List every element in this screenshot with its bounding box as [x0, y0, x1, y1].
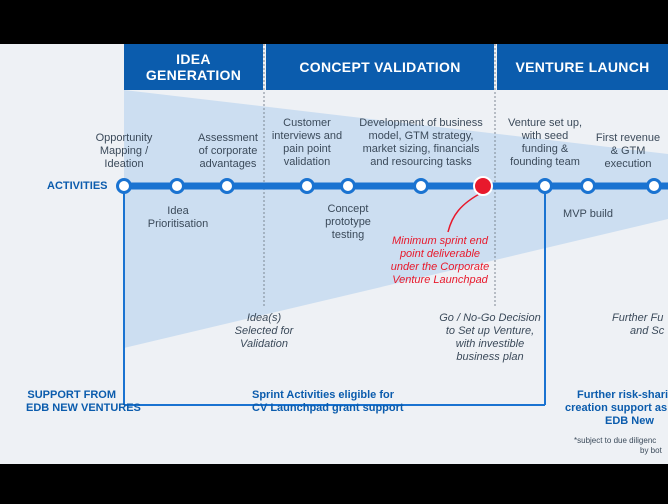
- header-venture-launch: VENTURE LAUNCH: [497, 44, 668, 90]
- header-idea-generation: IDEA GENERATION: [124, 44, 263, 90]
- node-business-model: [413, 178, 429, 194]
- node-idea-prioritisation: [169, 178, 185, 194]
- step-opportunity-mapping: Opportunity Mapping / Ideation: [95, 132, 153, 170]
- gate-go-no-go: Go / No-Go Decision to Set up Venture, w…: [439, 312, 541, 363]
- node-assessment: [219, 178, 235, 194]
- node-venture-setup: [537, 178, 553, 194]
- funnel-wedge: [124, 90, 668, 348]
- node-first-revenue: [646, 178, 662, 194]
- header-idea-line2: GENERATION: [145, 67, 242, 83]
- support-from-label: SUPPORT FROM EDB NEW VENTURES: [26, 389, 141, 414]
- node-minimum-sprint-endpoint: [473, 176, 493, 196]
- gate-further-funding: Further Fu and Sc: [612, 312, 665, 337]
- node-opportunity-mapping: [116, 178, 132, 194]
- diagram-graphics: [116, 44, 668, 406]
- red-pointer-curve: [447, 191, 484, 233]
- further-risk-sharing: Further risk-sharin creation support as …: [565, 389, 668, 427]
- venture-process-diagram: IDEA GENERATION CONCEPT VALIDATION VENTU…: [0, 44, 668, 464]
- step-first-revenue: First revenue & GTM execution: [595, 132, 661, 170]
- step-mvp-build: MVP build: [563, 208, 613, 220]
- step-customer-interviews: Customer interviews and pain point valid…: [271, 117, 343, 168]
- activities-label: ACTIVITIES: [47, 180, 108, 192]
- gate-idea-selected: Idea(s) Selected for Validation: [234, 312, 294, 350]
- header-concept-validation: CONCEPT VALIDATION: [266, 44, 494, 90]
- activity-nodes: [116, 178, 662, 194]
- step-venture-setup: Venture set up, with seed funding & foun…: [508, 117, 582, 168]
- step-business-model: Development of business model, GTM strat…: [359, 117, 483, 168]
- minimum-sprint-note: Minimum sprint end point deliverable und…: [390, 235, 490, 286]
- step-assessment: Assessment of corporate advantages: [198, 132, 258, 170]
- step-concept-prototype: Concept prototype testing: [325, 203, 371, 241]
- step-idea-prioritisation: Idea Prioritisation: [147, 205, 209, 230]
- header-idea-line1: IDEA: [176, 51, 211, 67]
- node-customer-interviews: [299, 178, 315, 194]
- node-concept-prototype: [340, 178, 356, 194]
- sprint-grant-support: Sprint Activities eligible for CV Launch…: [252, 389, 404, 414]
- footnote: *subject to due diligenc by bot: [574, 436, 662, 455]
- node-mvp-build: [580, 178, 596, 194]
